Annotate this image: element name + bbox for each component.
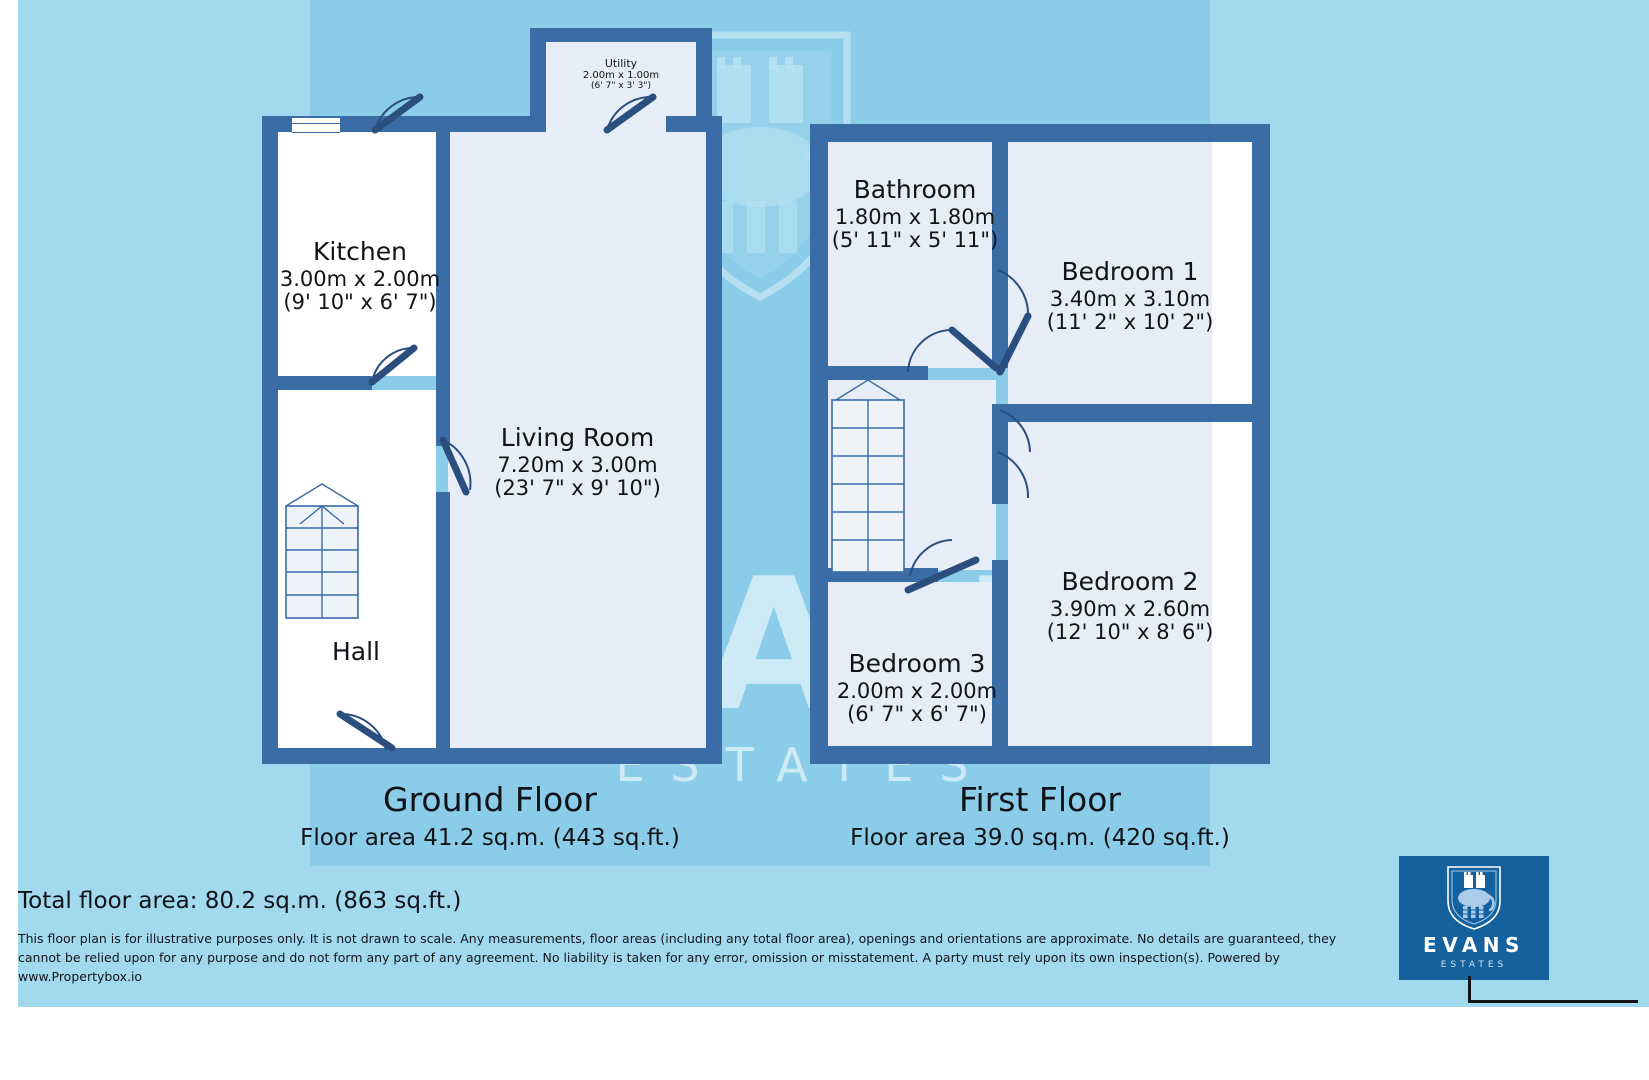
- living-room-fill: [448, 130, 708, 750]
- wall-utility-top: [530, 28, 712, 42]
- ground-door-swings: [336, 93, 657, 752]
- utility-imperial: (6' 7" x 3' 3"): [591, 80, 651, 91]
- wall-first-bottom: [810, 746, 1270, 764]
- first-floor-area: Floor area 39.0 sq.m. (420 sq.ft.): [850, 825, 1230, 851]
- wall-ground-left: [262, 116, 278, 764]
- bedroom3-label: Bedroom 3 2.00m x 2.00m (6' 7" x 6' 7"): [792, 650, 1042, 725]
- wall-bedroom1-bedroom2-divider: [1006, 404, 1254, 422]
- ground-floor-area: Floor area 41.2 sq.m. (443 sq.ft.): [300, 825, 680, 851]
- wall-ground-top-mid: [432, 116, 532, 132]
- logo-brand-name: EVANS: [1423, 933, 1525, 957]
- bedroom1-imperial: (11' 2" x 10' 2"): [1046, 309, 1214, 334]
- wall-landing-bedroom-divider-lower: [992, 404, 1008, 504]
- living-room-name: Living Room: [500, 423, 655, 452]
- bedroom2-name: Bedroom 2: [1061, 567, 1199, 596]
- bedroom2-room-fill: [1008, 422, 1252, 750]
- ground-floor-plan: Kitchen 3.00m x 2.00m (9' 10" x 6' 7") U…: [0, 0, 760, 800]
- bedroom1-metric: 3.40m x 3.10m: [1049, 287, 1211, 311]
- total-floor-area: Total floor area: 80.2 sq.m. (863 sq.ft.…: [18, 888, 462, 914]
- utility-metric: 2.00m x 1.00m: [582, 69, 660, 81]
- first-staircase-icon: [831, 379, 905, 573]
- bedroom2-alcove-fill: [1212, 422, 1254, 750]
- wall-ground-bottom: [262, 748, 722, 764]
- first-floor-plan: Bathroom 1.80m x 1.80m (5' 11" x 5' 11")…: [760, 0, 1320, 800]
- living-room-label: Living Room 7.20m x 3.00m (23' 7" x 9' 1…: [455, 424, 700, 499]
- utility-label: Utility 2.00m x 1.00m (6' 7" x 3' 3"): [551, 58, 691, 91]
- wall-utility-right: [696, 28, 712, 132]
- bathroom-room-fill: [828, 140, 996, 368]
- bathroom-label: Bathroom 1.80m x 1.80m (5' 11" x 5' 11"): [795, 176, 1035, 251]
- kitchen-imperial: (9' 10" x 6' 7"): [283, 289, 437, 314]
- wall-landing-bedroom-divider-upper: [992, 140, 1008, 368]
- wall-kitchen-living-divider: [436, 116, 450, 446]
- kitchen-window-icon: [292, 117, 340, 133]
- bedroom1-label: Bedroom 1 3.40m x 3.10m (11' 2" x 10' 2"…: [1005, 258, 1255, 333]
- ground-floor-title-block: Ground Floor Floor area 41.2 sq.m. (443 …: [230, 780, 750, 851]
- kitchen-metric: 3.00m x 2.00m: [279, 267, 441, 291]
- bedroom2-label: Bedroom 2 3.90m x 2.60m (12' 10" x 8' 6"…: [1005, 568, 1255, 643]
- hall-label: Hall: [276, 638, 436, 668]
- wall-first-left: [810, 124, 828, 764]
- wall-first-top: [810, 124, 1270, 142]
- bedroom1-room-fill: [1008, 140, 1252, 408]
- corner-rule-horizontal: [1468, 1000, 1638, 1003]
- utility-name: Utility: [604, 57, 638, 70]
- bathroom-name: Bathroom: [853, 175, 977, 204]
- kitchen-name: Kitchen: [313, 237, 407, 266]
- wall-landing-bedroom-divider-bottom: [992, 560, 1008, 750]
- bathroom-metric: 1.80m x 1.80m: [834, 205, 996, 229]
- kitchen-window-mullion: [292, 123, 340, 124]
- logo-brand-sub: ESTATES: [1440, 960, 1508, 970]
- living-room-imperial: (23' 7" x 9' 10"): [494, 475, 661, 500]
- bathroom-imperial: (5' 11" x 5' 11"): [831, 227, 999, 252]
- evans-estates-logo[interactable]: EVANS ESTATES: [1399, 856, 1549, 980]
- ground-floor-title: Ground Floor: [383, 780, 597, 819]
- bedroom3-metric: 2.00m x 2.00m: [836, 679, 998, 703]
- bedroom3-room-fill: [828, 582, 996, 750]
- wall-ground-right: [706, 116, 722, 764]
- bedroom2-metric: 3.90m x 2.60m: [1049, 597, 1211, 621]
- wall-kitchen-hall-divider: [272, 376, 372, 390]
- elephant-and-castle-crest-icon: [1447, 866, 1501, 930]
- wall-utility-left: [530, 28, 546, 132]
- first-door-swings: [904, 269, 1032, 594]
- first-floor-title-block: First Floor Floor area 39.0 sq.m. (420 s…: [780, 780, 1300, 851]
- bedroom3-imperial: (6' 7" x 6' 7"): [847, 701, 987, 726]
- hall-name: Hall: [331, 637, 380, 666]
- ground-staircase-icon: [285, 483, 359, 619]
- first-floor-title: First Floor: [958, 780, 1122, 819]
- living-room-metric: 7.20m x 3.00m: [497, 453, 658, 477]
- wall-first-right: [1252, 124, 1270, 764]
- bedroom2-imperial: (12' 10" x 8' 6"): [1046, 619, 1214, 644]
- kitchen-room-fill: [276, 130, 436, 376]
- bedroom1-alcove-fill: [1212, 140, 1254, 408]
- kitchen-label: Kitchen 3.00m x 2.00m (9' 10" x 6' 7"): [240, 238, 480, 313]
- corner-rule-vertical: [1468, 976, 1471, 1003]
- bedroom1-name: Bedroom 1: [1061, 257, 1199, 286]
- wall-bathroom-landing-divider: [828, 366, 928, 380]
- wall-hall-living-divider: [436, 492, 450, 764]
- bedroom3-name: Bedroom 3: [848, 649, 986, 678]
- disclaimer-text: This floor plan is for illustrative purp…: [18, 931, 1337, 984]
